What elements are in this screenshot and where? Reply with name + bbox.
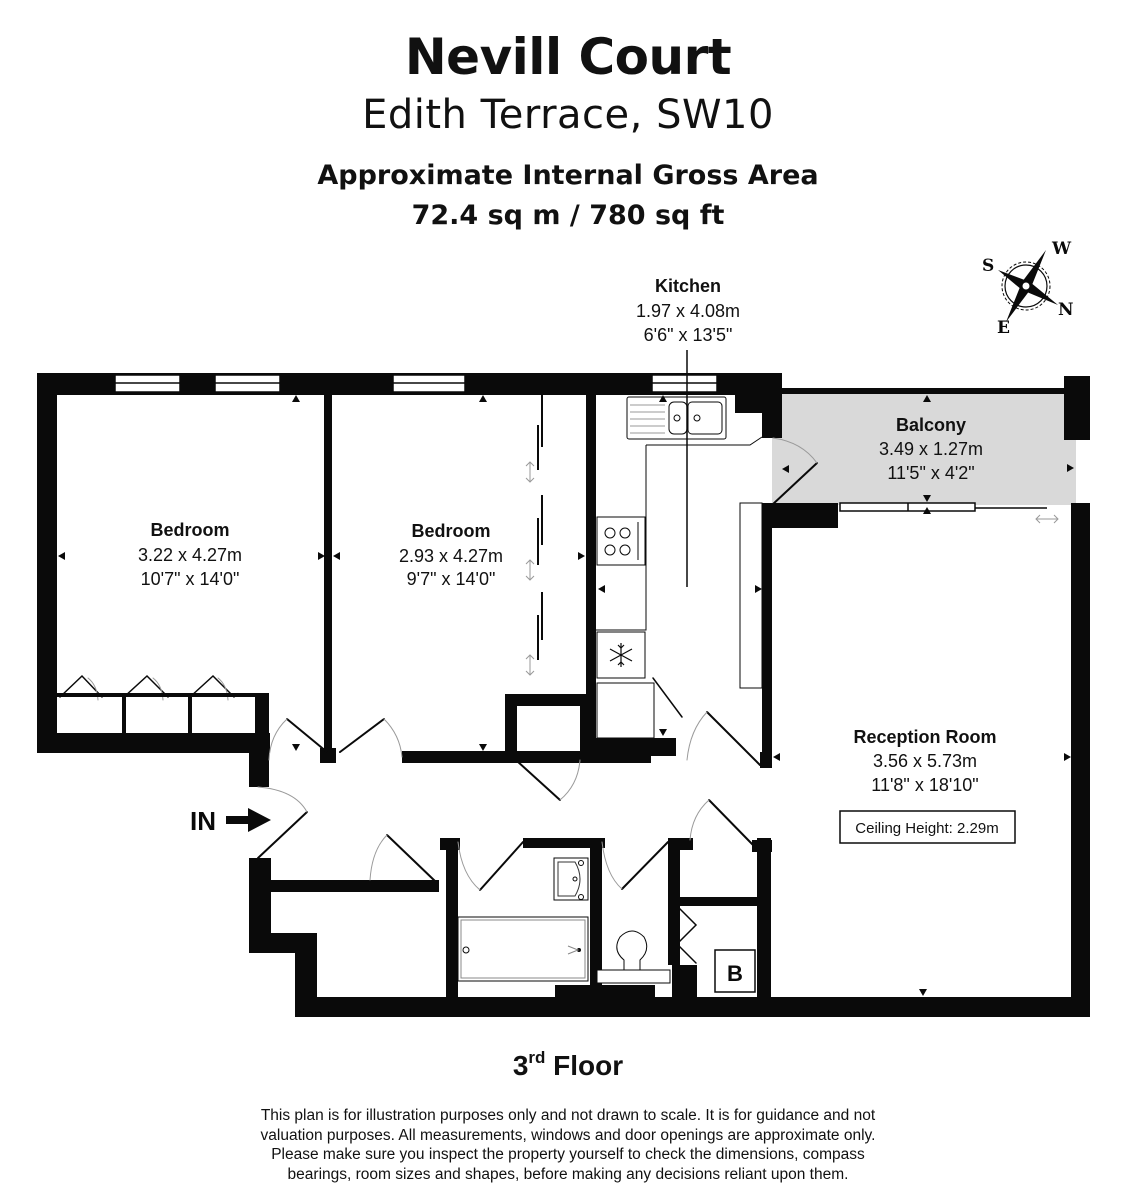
wardrobe xyxy=(57,693,257,735)
compass-rose-icon: W S N E xyxy=(982,239,1074,338)
property-title: Nevill Court xyxy=(404,28,732,86)
room-name: Reception Room xyxy=(853,727,996,747)
compass-north: N xyxy=(1058,300,1074,320)
compass-east: E xyxy=(997,318,1010,338)
room-label-kitchen: Kitchen 1.97 x 4.08m 6'6" x 13'5" xyxy=(636,276,740,345)
balcony-area xyxy=(772,392,1076,505)
room-imperial: 10'7" x 14'0" xyxy=(141,569,240,589)
area-label: Approximate Internal Gross Area xyxy=(317,160,819,191)
compass-west: W xyxy=(1051,239,1072,259)
doors xyxy=(59,437,818,964)
disclaimer-line: Please make sure you inspect the propert… xyxy=(271,1146,865,1163)
sliding-wardrobe xyxy=(537,395,543,660)
property-address: Edith Terrace, SW10 xyxy=(362,92,774,138)
room-imperial: 11'5" x 4'2" xyxy=(887,463,974,483)
entrance-arrow-icon xyxy=(226,808,271,832)
room-name: Bedroom xyxy=(150,520,229,540)
entrance-label: IN xyxy=(190,806,216,836)
room-label-bedroom-1: Bedroom 3.22 x 4.27m 10'7" x 14'0" xyxy=(138,520,242,589)
compass-south: S xyxy=(982,256,994,276)
sliding-arrows xyxy=(525,461,1059,676)
room-name: Balcony xyxy=(896,415,966,435)
freezer-icon xyxy=(609,643,633,667)
room-metric: 3.49 x 1.27m xyxy=(879,439,983,459)
floor-suffix: rd xyxy=(528,1048,546,1067)
floor-ordinal: 3 xyxy=(512,1050,529,1081)
room-imperial: 6'6" x 13'5" xyxy=(644,325,733,345)
room-imperial: 11'8" x 18'10" xyxy=(871,775,978,795)
room-metric: 3.56 x 5.73m xyxy=(873,751,977,771)
boiler-box xyxy=(714,949,756,993)
room-label-reception: Reception Room 3.56 x 5.73m 11'8" x 18'1… xyxy=(839,727,1016,844)
area-value: 72.4 sq m / 780 sq ft xyxy=(411,200,725,231)
room-name: Bedroom xyxy=(411,521,490,541)
disclaimer-line: This plan is for illustration purposes o… xyxy=(260,1107,876,1124)
disclaimer-line: valuation purposes. All measurements, wi… xyxy=(260,1126,876,1144)
floor-label: 3rd Floor xyxy=(0,1048,1136,1082)
measurement-markers xyxy=(58,395,1074,996)
ceiling-height: Ceiling Height: 2.29m xyxy=(855,820,998,837)
windows xyxy=(114,374,1047,512)
room-label-bedroom-2: Bedroom 2.93 x 4.27m 9'7" x 14'0" xyxy=(399,521,503,589)
bathroom-fittings xyxy=(457,857,671,984)
boiler-label: B xyxy=(727,961,743,986)
disclaimer-line: bearings, room sizes and shapes, before … xyxy=(287,1165,849,1183)
room-metric: 1.97 x 4.08m xyxy=(636,301,740,321)
kitchen-fittings xyxy=(596,396,763,739)
room-label-balcony: Balcony 3.49 x 1.27m 11'5" x 4'2" xyxy=(879,415,983,483)
disclaimer: This plan is for illustration purposes o… xyxy=(0,1106,1136,1184)
room-name: Kitchen xyxy=(655,276,721,296)
room-metric: 2.93 x 4.27m xyxy=(399,546,503,566)
room-imperial: 9'7" x 14'0" xyxy=(407,569,496,589)
room-metric: 3.22 x 4.27m xyxy=(138,545,242,565)
ceiling-height-box xyxy=(839,810,1016,844)
floor-word: Floor xyxy=(553,1050,624,1081)
